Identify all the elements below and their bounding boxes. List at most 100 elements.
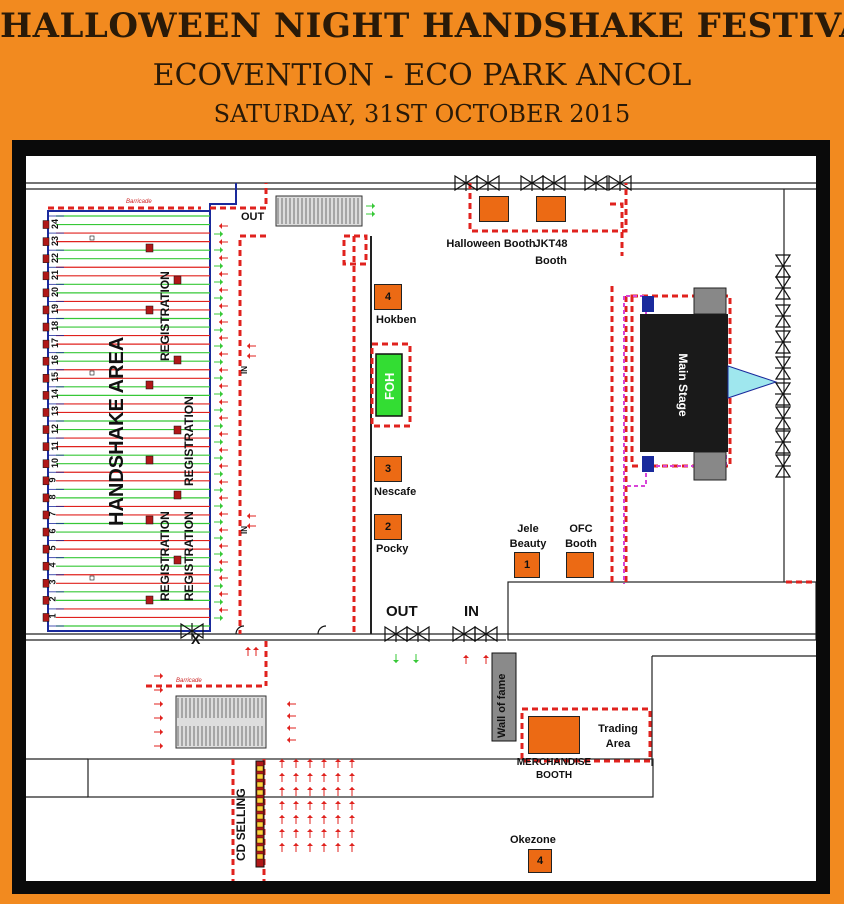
lane-number: 6 — [47, 528, 58, 534]
lane-number: 8 — [47, 494, 58, 500]
cd-selling-label: CD SELLING — [234, 788, 248, 861]
registration-desk — [173, 355, 182, 365]
foh-label: FOH — [382, 372, 397, 400]
out-label-main: OUT — [386, 603, 418, 620]
lane-number: 16 — [50, 355, 61, 366]
lane-marker — [42, 544, 50, 554]
registration-label-3: REGISTRATION — [182, 511, 196, 601]
lane-number: 1 — [47, 613, 58, 619]
queue-lanes — [42, 215, 210, 627]
out-label-top: OUT — [241, 211, 265, 223]
registration-desk — [173, 555, 182, 565]
barricade-label: Barricade — [176, 678, 202, 684]
lane-marker — [42, 339, 50, 349]
lane-marker — [42, 561, 50, 571]
event-date: SATURDAY, 31ST OCTOBER 2015 — [213, 100, 631, 128]
registration-desk — [145, 380, 154, 390]
lane-number: 22 — [50, 252, 61, 263]
registration-desk — [145, 595, 154, 605]
lane-marker — [42, 271, 50, 281]
lane-marker — [42, 305, 50, 315]
registration-label-1: REGISTRATION — [158, 271, 172, 361]
lane-number: 7 — [47, 511, 58, 517]
cd-selling-counter — [256, 789, 264, 796]
lane-marker — [42, 322, 50, 332]
lane-marker — [42, 493, 50, 503]
lane-marker — [42, 476, 50, 486]
lane-marker — [42, 596, 50, 605]
lane-number: 5 — [47, 545, 58, 551]
cd-selling-counter — [256, 837, 264, 844]
event-venue: ECOVENTION - ECO PARK ANCOL — [152, 58, 692, 93]
lane-marker — [42, 442, 50, 451]
lane-marker — [42, 425, 50, 434]
cd-selling-counter — [256, 845, 264, 852]
hokben-label: Hokben — [376, 314, 417, 326]
in-label-lower: IN — [240, 526, 249, 534]
lane-marker — [42, 613, 50, 622]
cd-selling-counter — [256, 797, 264, 804]
lane-marker — [42, 254, 50, 263]
flow-arrows — [154, 203, 489, 852]
cd-selling-counter — [256, 773, 264, 780]
trading-area-label: Trading Area — [598, 723, 638, 750]
lane-marker — [42, 288, 50, 298]
lane-number: 17 — [50, 338, 61, 349]
lane-number: 11 — [49, 440, 60, 451]
jele-beauty-label: Jele Beauty — [509, 523, 547, 550]
lane-marker — [42, 527, 50, 537]
registration-desk — [145, 515, 154, 525]
okezone-booth: 4 — [528, 849, 552, 873]
registration-desk — [173, 425, 182, 435]
lane-number: 21 — [50, 269, 61, 280]
lane-number: 10 — [50, 457, 61, 468]
registration-desk — [145, 455, 154, 465]
nescafe-label: Nescafe — [374, 486, 417, 498]
lane-marker — [42, 237, 50, 246]
lane-number: 18 — [50, 321, 61, 332]
okezone-label: Okezone — [510, 834, 556, 846]
lane-marker — [42, 459, 50, 468]
lane-number: 3 — [47, 579, 58, 585]
cd-selling-counter — [256, 853, 264, 860]
wall-of-fame-label: Wall of fame — [496, 673, 508, 738]
merchandise-booth — [528, 716, 580, 754]
in-label-upper: IN — [240, 366, 249, 374]
lane-number: 2 — [47, 596, 58, 602]
x-mark: X — [191, 631, 201, 647]
cd-selling-counter — [256, 829, 264, 836]
cd-selling-counter — [256, 813, 264, 820]
hokben-booth: 4 — [374, 284, 402, 310]
registration-desk — [145, 243, 154, 253]
lane-marker — [42, 356, 50, 366]
ofc-booth — [566, 552, 594, 578]
registration-label-2: REGISTRATION — [182, 396, 196, 486]
registration-desk — [173, 490, 182, 500]
cd-selling-counter — [256, 805, 264, 812]
lane-number: 23 — [50, 235, 61, 246]
cd-selling-counter — [256, 821, 264, 828]
floor-plan-svg — [26, 174, 816, 881]
lane-number: 19 — [50, 303, 61, 314]
cd-selling-counter — [256, 765, 264, 772]
registration-desk — [145, 305, 154, 315]
halloween-booth — [479, 196, 509, 222]
pocky-booth: 2 — [374, 514, 402, 540]
event-title: HALLOWEEN NIGHT HANDSHAKE FESTIVAL — [0, 6, 844, 46]
lane-number: 9 — [47, 477, 58, 483]
lane-marker — [42, 374, 50, 383]
in-label-main: IN — [464, 603, 479, 620]
lane-number: 24 — [50, 218, 61, 229]
lane-number: 20 — [50, 286, 61, 297]
lane-number: 4 — [47, 562, 58, 568]
pocky-label: Pocky — [376, 543, 409, 555]
lane-number: 15 — [50, 372, 61, 383]
jkt48-booth — [536, 196, 566, 222]
lane-marker — [42, 220, 50, 229]
lane-marker — [42, 510, 50, 520]
lane-marker — [42, 391, 50, 400]
lane-number: 13 — [50, 406, 61, 417]
handshake-area-label: HANDSHAKE AREA — [106, 336, 128, 526]
